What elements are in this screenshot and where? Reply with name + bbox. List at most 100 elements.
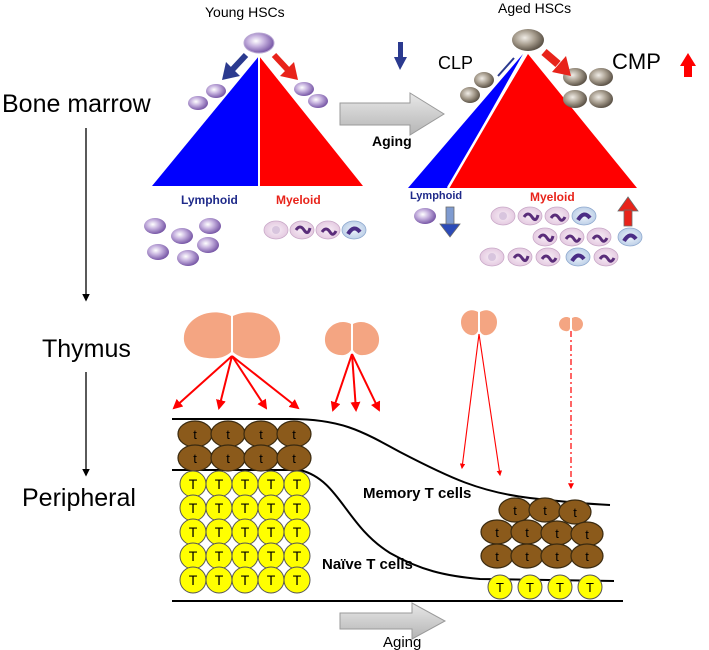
peripheral-label: Peripheral [22, 484, 136, 512]
clp-label: CLP [438, 53, 473, 73]
svg-text:T: T [215, 500, 224, 516]
aged-memory-t-cells: t t t t t t t t t t t [480, 497, 604, 569]
svg-text:T: T [293, 548, 302, 564]
svg-text:T: T [293, 476, 302, 492]
bone-marrow-label: Bone marrow [2, 90, 152, 118]
cmp-label: CMP [612, 49, 661, 74]
svg-text:t: t [292, 451, 296, 466]
cmp-up-arrow-icon [680, 53, 696, 77]
thymus-young-output-arrows [172, 355, 300, 410]
aging-bottom-label: Aging [383, 634, 421, 650]
aged-myeloid-cells [479, 206, 643, 267]
aging-arrow-bottom [339, 602, 447, 640]
svg-text:T: T [241, 548, 250, 564]
svg-text:T: T [189, 572, 198, 588]
svg-text:T: T [293, 572, 302, 588]
memory-naive-boundary-curve [172, 469, 615, 582]
aged-lymphoid-triangle [408, 54, 523, 188]
svg-text:T: T [293, 500, 302, 516]
young-naive-t-cells: T T T T T T T T T T T T T T T T T T T T … [179, 470, 311, 594]
aging-top-label: Aging [372, 133, 412, 149]
svg-text:t: t [226, 427, 230, 442]
young-myeloid-label: Myeloid [276, 193, 321, 207]
aged-myeloid-arrow [541, 48, 571, 76]
aged-myeloid-triangle [448, 54, 637, 188]
svg-text:T: T [267, 548, 276, 564]
svg-text:T: T [215, 548, 224, 564]
svg-text:T: T [586, 580, 594, 595]
aged-myeloid-label: Myeloid [530, 190, 575, 204]
svg-text:T: T [241, 476, 250, 492]
naive-t-cells-label: Naïve T cells [322, 556, 413, 573]
young-myeloid-cells [263, 220, 367, 240]
svg-text:T: T [215, 572, 224, 588]
svg-text:T: T [267, 572, 276, 588]
svg-text:T: T [189, 524, 198, 540]
memory-t-cells-label: Memory T cells [363, 485, 471, 502]
aged-myeloid-increase-arrow [617, 196, 639, 227]
svg-text:t: t [259, 451, 263, 466]
svg-text:T: T [293, 524, 302, 540]
young-myeloid-triangle [259, 56, 363, 186]
svg-text:t: t [513, 503, 517, 518]
aged-naive-t-cells: T T T T [487, 574, 603, 600]
young-memory-t-cells: t t t t t t t t [177, 420, 312, 472]
svg-text:t: t [555, 526, 559, 541]
svg-text:t: t [193, 451, 197, 466]
svg-text:t: t [573, 505, 577, 520]
thymus-mid-organ [324, 321, 380, 356]
aged-lymphoid-cell [414, 208, 436, 224]
svg-text:T: T [189, 548, 198, 564]
svg-text:t: t [495, 549, 499, 564]
svg-text:t: t [525, 549, 529, 564]
young-lymphoid-cells [144, 218, 221, 266]
aged-hscs-label: Aged HSCs [498, 0, 571, 16]
thymus-mid-output-arrows [330, 353, 381, 412]
thymus-small-output-arrows [459, 333, 503, 477]
svg-text:t: t [193, 427, 197, 442]
thymus-tiny-organ [559, 316, 583, 332]
svg-text:t: t [292, 427, 296, 442]
svg-text:t: t [525, 525, 529, 540]
svg-text:T: T [241, 524, 250, 540]
aged-lymphoid-decrease-arrow [439, 206, 461, 238]
young-lymphoid-triangle [152, 56, 259, 186]
clp-down-arrow-icon [394, 42, 407, 70]
svg-text:t: t [585, 549, 589, 564]
thymus-young-organ [183, 312, 281, 359]
svg-text:T: T [189, 500, 198, 516]
svg-text:T: T [267, 476, 276, 492]
svg-text:t: t [585, 527, 589, 542]
svg-text:t: t [495, 525, 499, 540]
young-lymphoid-label: Lymphoid [181, 193, 238, 207]
aged-lymphoid-label: Lymphoid [410, 190, 462, 202]
svg-text:T: T [496, 580, 504, 595]
svg-text:T: T [215, 524, 224, 540]
svg-text:t: t [543, 503, 547, 518]
aged-hsc-cell [512, 29, 544, 51]
young-myeloid-progenitors [294, 82, 328, 108]
svg-text:T: T [241, 500, 250, 516]
young-hsc-cell [243, 32, 275, 54]
svg-text:t: t [226, 451, 230, 466]
aged-lymphoid-arrow [497, 57, 515, 77]
young-lymphoid-arrow [222, 52, 249, 80]
young-hscs-label: Young HSCs [205, 4, 285, 20]
svg-text:T: T [267, 524, 276, 540]
svg-text:T: T [241, 572, 250, 588]
svg-text:T: T [189, 476, 198, 492]
svg-text:T: T [556, 580, 564, 595]
young-myeloid-arrow [271, 52, 298, 80]
svg-text:T: T [215, 476, 224, 492]
svg-text:T: T [267, 500, 276, 516]
thymus-small-organ [461, 310, 497, 336]
svg-text:T: T [526, 580, 534, 595]
svg-text:t: t [555, 549, 559, 564]
aged-divider [446, 53, 528, 189]
svg-text:t: t [259, 427, 263, 442]
aged-clp-progenitors [460, 72, 494, 103]
thymus-label: Thymus [42, 335, 131, 363]
aging-arrow-top [339, 92, 445, 136]
